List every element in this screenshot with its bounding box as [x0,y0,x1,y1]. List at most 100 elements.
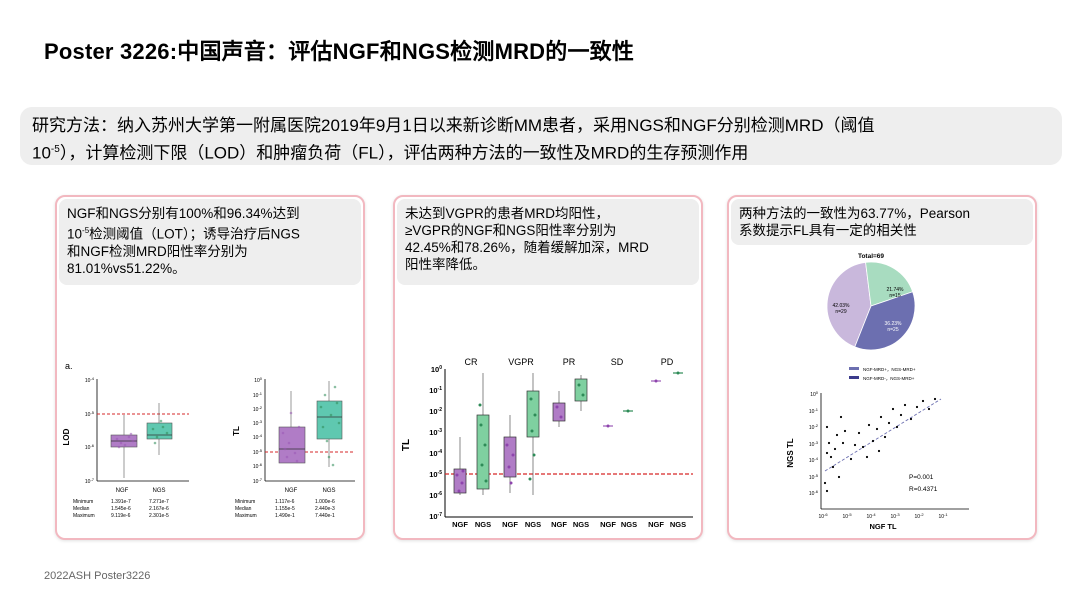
svg-text:Median: Median [73,506,90,512]
svg-text:VGPR: VGPR [508,357,534,367]
svg-text:10-3: 10-3 [890,512,900,520]
svg-text:CR: CR [465,357,478,367]
svg-text:NGF: NGF [648,520,664,529]
methods-line-2: 10-5），计算检测下限（LOD）和肿瘤负荷（FL），评估两种方法的一致性及MR… [32,143,749,163]
svg-text:10-6: 10-6 [818,512,828,520]
svg-text:10-6: 10-6 [253,462,263,470]
lod-tl-figure: a. LOD 10-4 10-5 10-6 10-7 NGF NGS Minim… [62,361,355,519]
panel2-note: 未达到VGPR的患者MRD均阳性， ≥VGPR的NGF和NGS阳性率分别为 42… [397,199,699,285]
svg-text:10-2: 10-2 [253,405,263,413]
svg-text:10-6: 10-6 [809,489,819,497]
methods-line-1: 研究方法：纳入苏州大学第一附属医院2019年9月1日以来新诊断MM患者，采用NG… [32,116,875,135]
svg-text:10-6: 10-6 [85,443,95,451]
svg-text:10-7: 10-7 [85,477,95,485]
svg-text:NGF: NGF [285,488,298,494]
svg-text:10-3: 10-3 [253,419,263,427]
svg-text:2.440e-3: 2.440e-3 [315,506,335,512]
svg-text:NGS TL: NGS TL [786,438,795,467]
svg-text:NGF TL: NGF TL [869,522,896,531]
svg-text:NGF: NGF [452,520,468,529]
svg-text:1.490e-1: 1.490e-1 [275,513,295,519]
svg-text:10-1: 10-1 [429,386,442,395]
pie-slice-c [854,291,916,351]
svg-text:NGS: NGS [670,520,686,529]
svg-text:Maximum: Maximum [235,513,257,519]
svg-text:10-5: 10-5 [842,512,852,520]
pie-legend-1: NGF-MRD+，NGS-MRD+ [863,367,916,373]
svg-text:10-5: 10-5 [85,410,95,418]
pie-slice-b [865,261,914,307]
svg-text:NGS: NGS [152,488,165,494]
svg-text:2.167e-6: 2.167e-6 [149,506,169,512]
svg-text:PD: PD [661,357,674,367]
svg-text:Maximum: Maximum [73,513,95,519]
svg-text:2.301e-5: 2.301e-5 [149,513,169,519]
svg-text:10-5: 10-5 [253,448,263,456]
svg-text:NGS: NGS [573,520,589,529]
svg-text:10-4: 10-4 [866,512,876,520]
svg-text:100: 100 [254,376,263,384]
svg-text:NGS: NGS [322,488,335,494]
svg-text:10-4: 10-4 [809,456,819,464]
pie-label-a-n: n=29 [835,309,846,315]
footer-source: 2022ASH Poster3226 [44,570,151,582]
svg-text:10-4: 10-4 [253,433,263,441]
svg-text:10-4: 10-4 [85,376,95,384]
page-title: Poster 3226:中国声音：评估NGF和NGS检测MRD的一致性 [44,39,635,64]
svg-text:1.545e-6: 1.545e-6 [111,506,131,512]
svg-text:10-1: 10-1 [253,391,263,399]
svg-text:TL: TL [401,439,412,451]
panel1-note: NGF和NGS分别有100%和96.34%达到 10-5检测阈值（LOT）；诱导… [59,199,361,285]
svg-text:10-5: 10-5 [809,473,819,481]
svg-text:10-3: 10-3 [809,440,819,448]
svg-text:NGF: NGF [116,488,129,494]
scatter-plot: NGS TL 100 10-1 10-2 10-3 10-4 10-5 10-6… [786,390,969,531]
pie-label-b-pct: 21.74% [887,287,905,293]
svg-text:10-4: 10-4 [429,449,442,458]
svg-text:10-7: 10-7 [429,512,442,521]
methods-box: 研究方法：纳入苏州大学第一附属医院2019年9月1日以来新诊断MM患者，采用NG… [20,107,1062,165]
lod-ylabel: LOD [62,428,71,445]
svg-text:1.155e-5: 1.155e-5 [275,506,295,512]
svg-text:10-2: 10-2 [809,423,819,431]
svg-text:NGS: NGS [525,520,541,529]
figure-label: a. [65,361,73,371]
svg-text:10-2: 10-2 [914,512,924,520]
svg-text:P=0.001: P=0.001 [909,474,934,481]
panel-response-groups: 未达到VGPR的患者MRD均阳性， ≥VGPR的NGF和NGS阳性率分别为 42… [393,195,703,540]
svg-text:R=0.4371: R=0.4371 [909,486,938,493]
svg-text:PR: PR [563,357,576,367]
pie-label-b-n: n=15 [889,293,900,299]
svg-text:NGS: NGS [621,520,637,529]
panel-concordance: 两种方法的一致性为63.77%，Pearson 系数提示FL具有一定的相关性 T… [727,195,1037,540]
svg-text:SD: SD [611,357,624,367]
panel3-note: 两种方法的一致性为63.77%，Pearson 系数提示FL具有一定的相关性 [731,199,1033,245]
pie-chart: Total=69 42.03% n=29 21.74% n=15 36.23% … [826,253,916,382]
pie-title: Total=69 [858,253,884,260]
svg-text:10-1: 10-1 [809,407,819,415]
pie-label-a-pct: 42.03% [833,303,851,309]
svg-text:10-1: 10-1 [938,512,948,520]
svg-text:9.119e-6: 9.119e-6 [111,513,131,519]
svg-text:100: 100 [431,365,442,374]
svg-text:1.000e-6: 1.000e-6 [315,499,335,505]
svg-text:7.440e-1: 7.440e-1 [315,513,335,519]
svg-text:NGF: NGF [551,520,567,529]
pie-label-c-pct: 36.23% [885,321,903,327]
pie-slices [826,261,916,351]
svg-text:NGF: NGF [502,520,518,529]
tl-ylabel: TL [232,426,241,436]
svg-text:NGF: NGF [600,520,616,529]
svg-text:10-3: 10-3 [429,428,442,437]
svg-text:NGS: NGS [475,520,491,529]
svg-text:10-2: 10-2 [429,407,442,416]
panel-lod-tl: NGF和NGS分别有100%和96.34%达到 10-5检测阈值（LOT）；诱导… [55,195,365,540]
svg-text:1.391e-7: 1.391e-7 [111,499,131,505]
svg-text:7.271e-7: 7.271e-7 [149,499,169,505]
svg-text:Median: Median [235,506,252,512]
svg-text:100: 100 [810,390,819,398]
svg-text:Minimum: Minimum [235,499,255,505]
pie-label-c-n: n=25 [887,327,898,333]
svg-text:10-6: 10-6 [429,491,442,500]
svg-text:10-7: 10-7 [253,477,263,485]
